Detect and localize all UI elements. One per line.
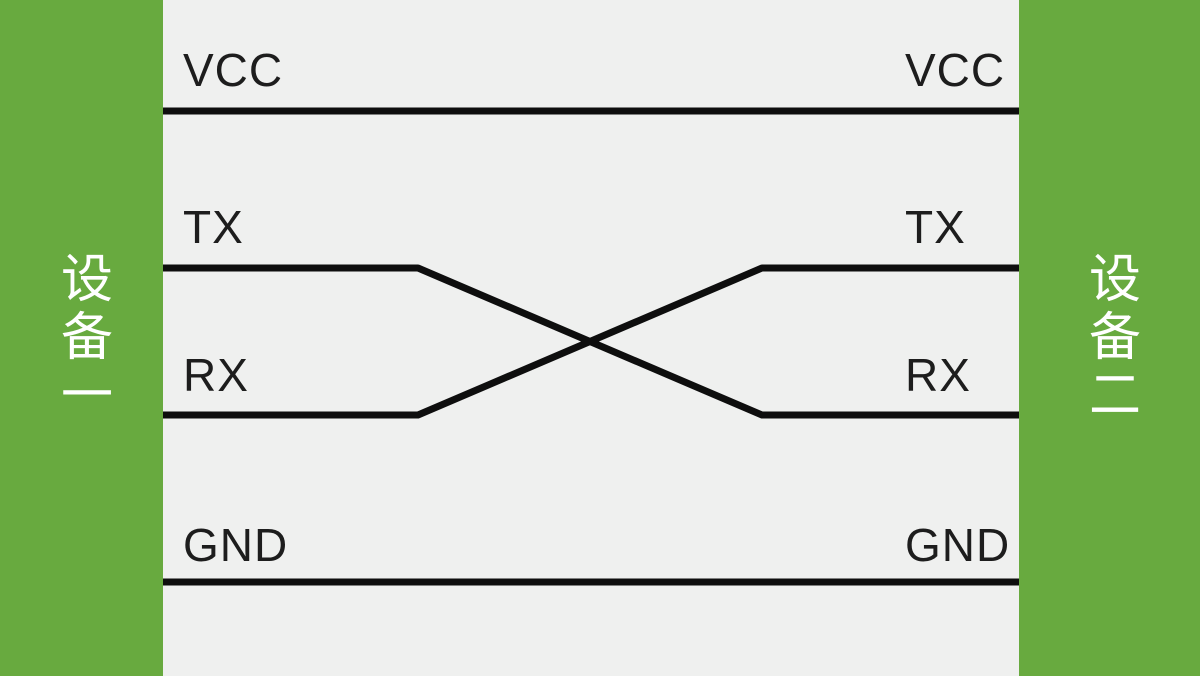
device-label-left: 设备一 [52, 251, 111, 425]
device-bar-left: 设备一 [0, 0, 163, 676]
pin-label-vcc-right: VCC [905, 44, 1006, 96]
pin-label-tx-right: TX [905, 201, 966, 253]
device-bar-right: 设备二 [1019, 0, 1200, 676]
rx-to-tx-wire [163, 264, 1019, 419]
pin-label-rx-right: RX [905, 349, 971, 401]
device-label-right: 设备二 [1080, 251, 1139, 425]
pin-label-gnd-right: GND [905, 519, 1011, 571]
pin-label-tx-left: TX [183, 201, 244, 253]
pin-label-gnd-left: GND [183, 519, 289, 571]
pin-label-rx-left: RX [183, 349, 249, 401]
pin-label-vcc-left: VCC [183, 44, 284, 96]
